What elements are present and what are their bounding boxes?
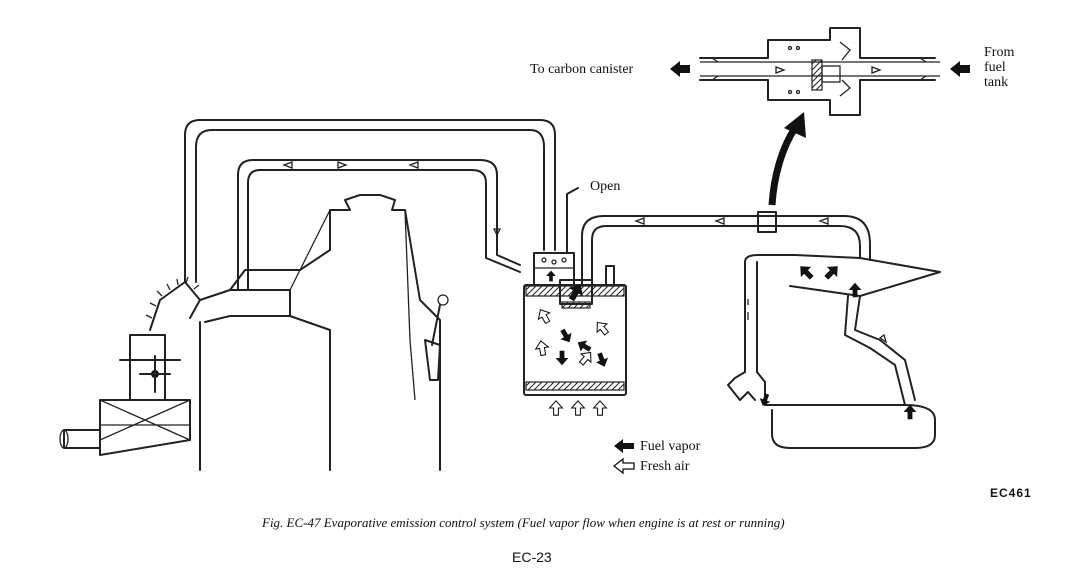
to-canister-arrow-icon [670, 61, 690, 77]
carbon-canister [523, 187, 627, 416]
fuel-tank [727, 254, 941, 449]
purge-lines [184, 119, 556, 291]
vapor-line [581, 112, 871, 286]
from-tank-label-1: From [984, 45, 1015, 60]
legend-vapor-label: Fuel vapor [640, 439, 701, 454]
page-number: EC-23 [512, 549, 552, 565]
to-canister-label: To carbon canister [530, 62, 634, 77]
legend-air-label: Fresh air [640, 459, 690, 474]
open-label: Open [590, 179, 621, 194]
from-tank-arrow-icon [950, 61, 970, 77]
figure-caption: Fig. EC-47 Evaporative emission control … [262, 515, 785, 530]
legend-air-arrow-icon [612, 457, 635, 475]
figure-code: EC461 [990, 486, 1032, 500]
check-valve [670, 27, 970, 116]
engine [59, 194, 449, 471]
from-tank-label-2: fuel [984, 60, 1006, 75]
from-tank-label-3: tank [984, 75, 1009, 90]
legend-vapor-arrow-icon [614, 439, 634, 453]
